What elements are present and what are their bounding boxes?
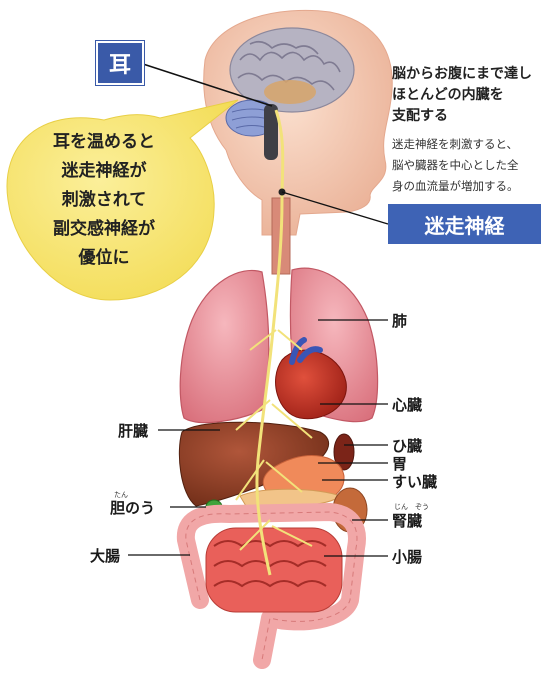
label-small-intestine: 小腸 — [392, 546, 422, 567]
ear-label: 耳 — [96, 41, 144, 85]
bubble-line: 優位に — [8, 244, 200, 273]
info-heading: 脳からお腹にまで達し ほとんどの内臓を 支配する — [392, 64, 532, 127]
label-large-intestine: 大腸 — [90, 545, 120, 566]
label-pancreas: すい臓 — [392, 471, 437, 492]
bubble-line: 副交感神経が — [8, 215, 200, 244]
info-body: 迷走神経を刺激すると、 脳や臓器を中心とした全 身の血流量が増加する。 — [392, 134, 519, 197]
vagus-nerve-banner: 迷走神経 — [388, 204, 541, 244]
info-body-line: 脳や臓器を中心とした全 — [392, 155, 519, 176]
label-gallbladder: 胆のう — [110, 497, 155, 518]
bubble-line: 耳を温めると — [8, 128, 200, 157]
bubble-line: 迷走神経が — [8, 157, 200, 186]
label-kidney: 腎臓 — [392, 510, 422, 531]
info-heading-line: 支配する — [392, 106, 532, 127]
bubble-line: 刺激されて — [8, 186, 200, 215]
info-body-line: 身の血流量が増加する。 — [392, 176, 519, 197]
label-heart: 心臓 — [392, 394, 422, 415]
info-heading-line: ほとんどの内臓を — [392, 85, 532, 106]
bubble-text: 耳を温めると 迷走神経が 刺激されて 副交感神経が 優位に — [8, 128, 200, 273]
info-body-line: 迷走神経を刺激すると、 — [392, 134, 519, 155]
label-liver: 肝臓 — [118, 420, 148, 441]
info-heading-line: 脳からお腹にまで達し — [392, 64, 532, 85]
label-lung: 肺 — [392, 310, 407, 331]
